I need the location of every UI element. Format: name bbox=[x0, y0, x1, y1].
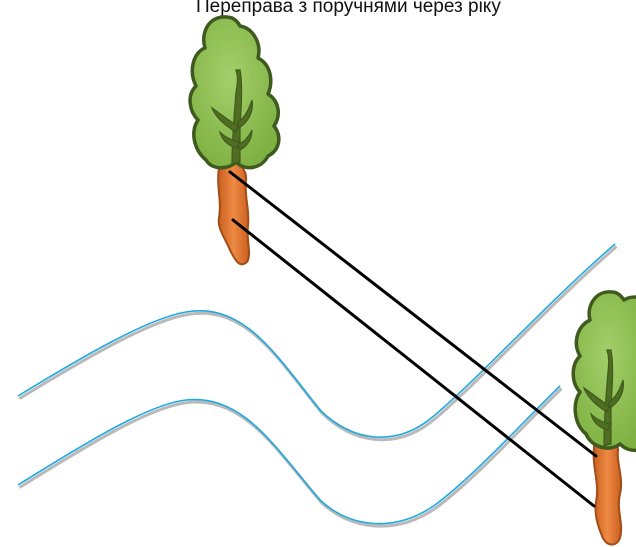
tree-foliage bbox=[188, 15, 281, 170]
page-title: Переправа з поручнями через ріку bbox=[196, 0, 501, 17]
tree-icon bbox=[571, 290, 636, 546]
river bbox=[17, 243, 618, 528]
tree-icon bbox=[188, 15, 281, 266]
river-bank-upper bbox=[17, 243, 618, 442]
tree-branches bbox=[582, 349, 624, 447]
rope-lower bbox=[231, 218, 596, 508]
tree-foliage bbox=[571, 290, 636, 453]
ropes bbox=[228, 170, 598, 508]
tree-trunk bbox=[592, 436, 623, 546]
river-bank-lower bbox=[17, 385, 563, 528]
tree-branches bbox=[210, 69, 253, 165]
rope-upper bbox=[228, 170, 598, 458]
